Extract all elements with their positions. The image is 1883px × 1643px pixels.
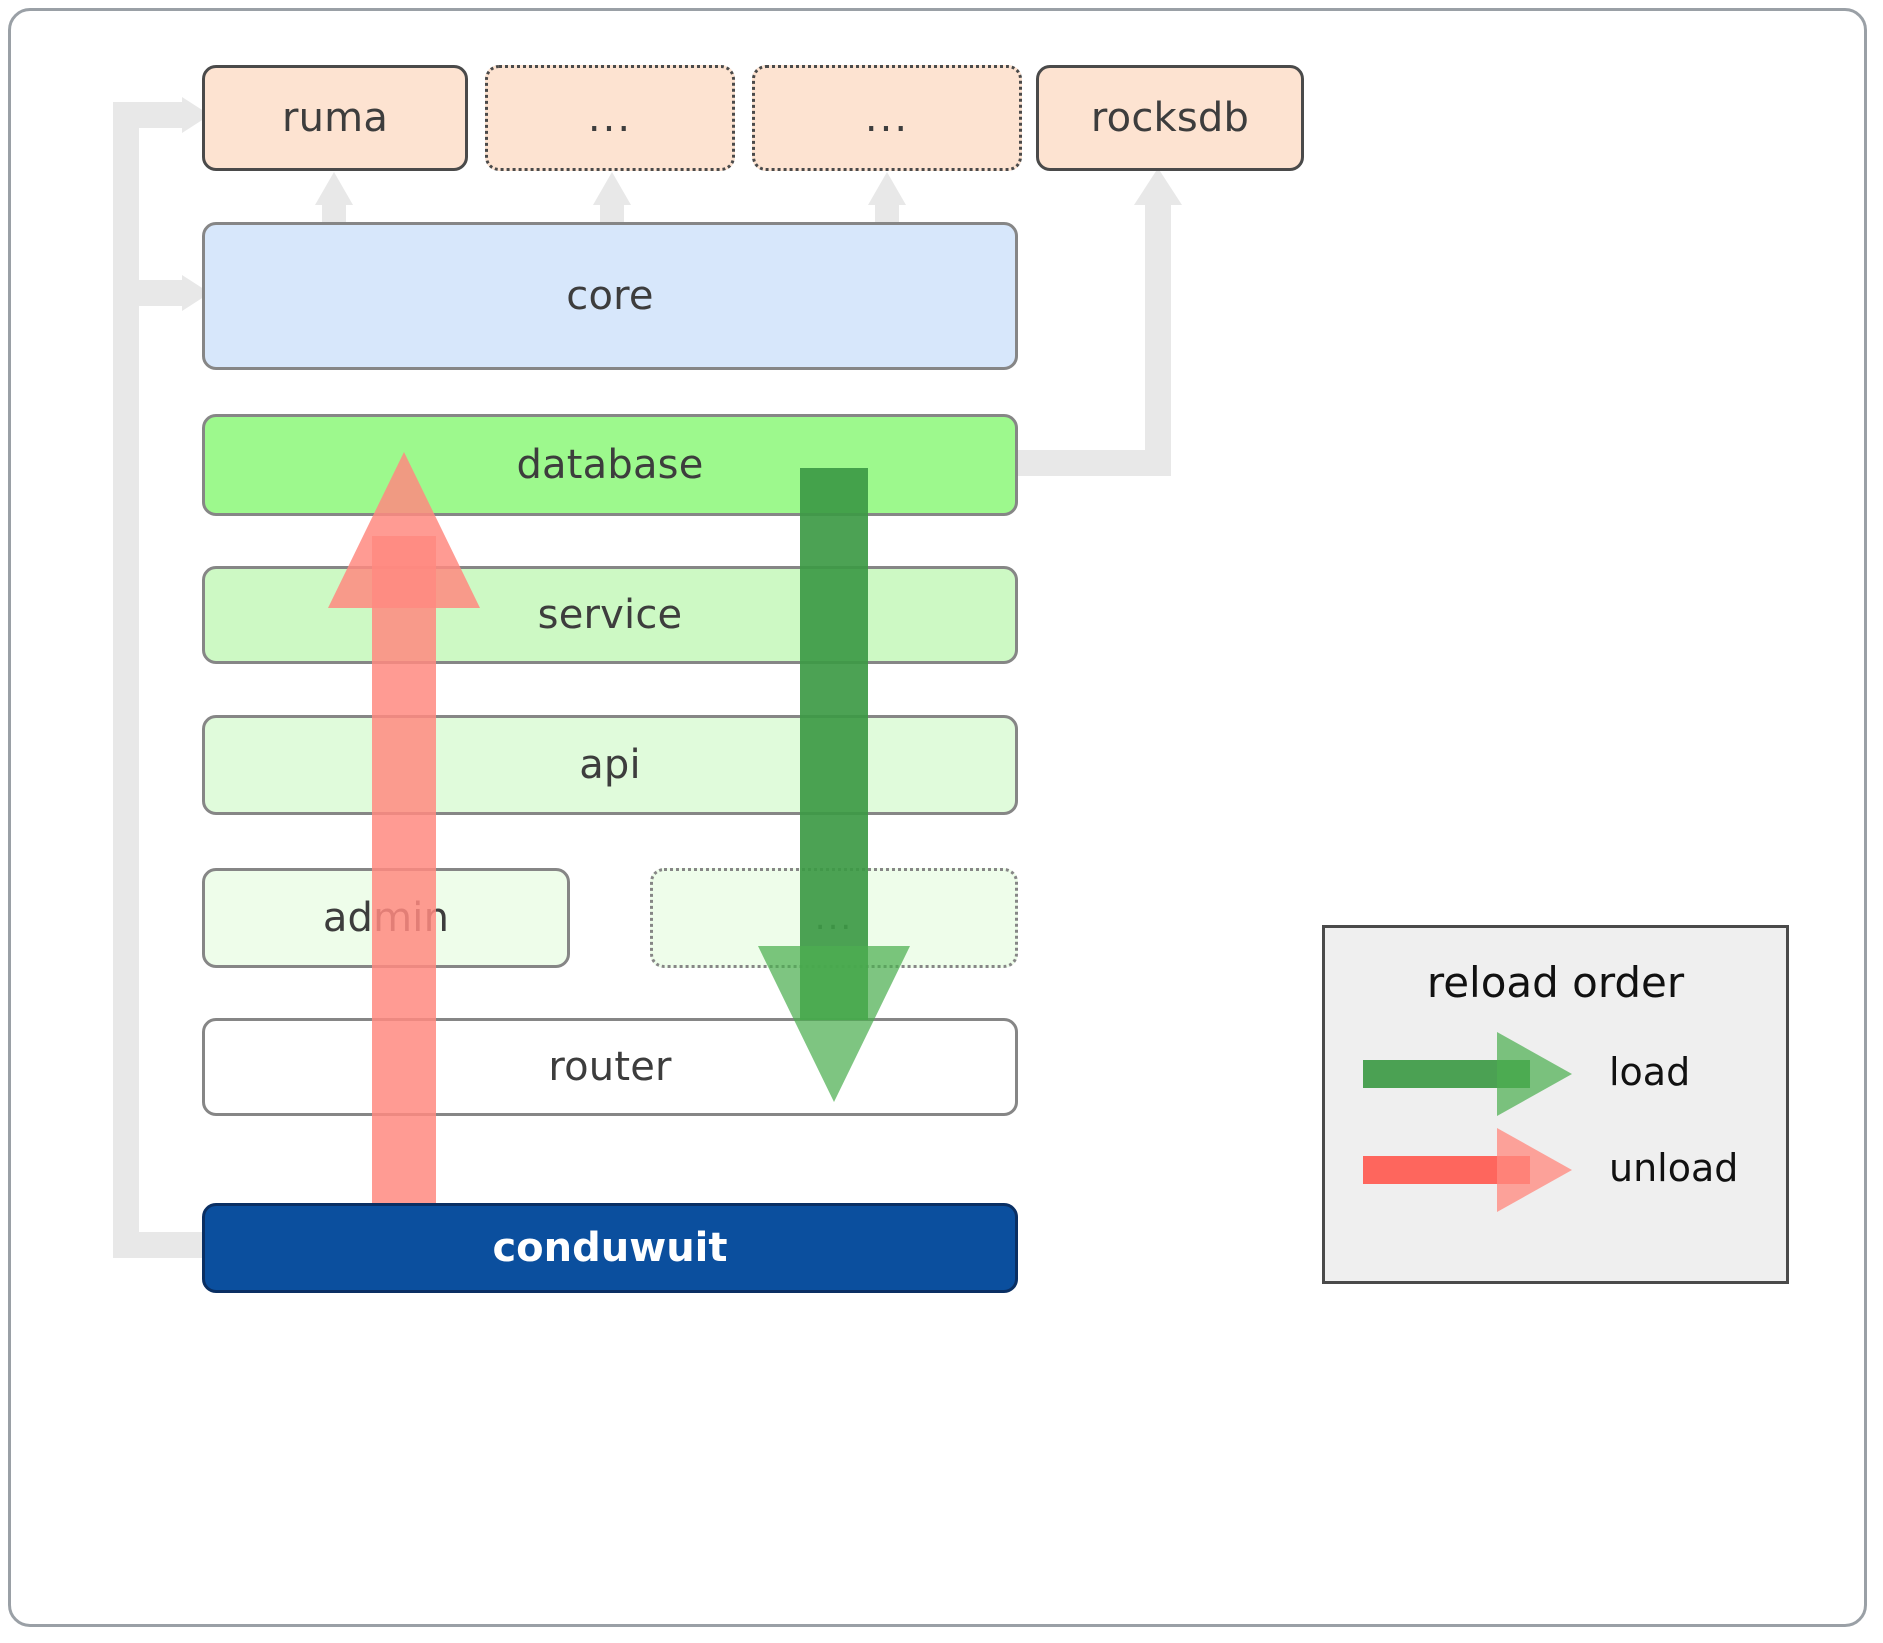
legend-unload-arrow: [1363, 1128, 1572, 1212]
layer-box-service[interactable]: service: [202, 566, 1018, 664]
layer-box-router[interactable]: router: [202, 1018, 1018, 1116]
legend-label-unload: unload: [1609, 1146, 1739, 1190]
layer-label: router: [548, 1044, 672, 1090]
binary-box-conduwuit[interactable]: conduwuit: [202, 1203, 1018, 1293]
legend-load-arrow: [1363, 1032, 1572, 1116]
dependency-box-2[interactable]: ...: [485, 65, 735, 171]
dependency-label: rocksdb: [1090, 95, 1250, 141]
binary-label: conduwuit: [492, 1225, 728, 1271]
dependency-box-ruma[interactable]: ruma: [202, 65, 468, 171]
dependency-box-rocksdb[interactable]: rocksdb: [1036, 65, 1304, 171]
dependency-box-3[interactable]: ...: [752, 65, 1022, 171]
legend-arrows: [1363, 1032, 1572, 1212]
layer-box-api[interactable]: api: [202, 715, 1018, 815]
layer-label: admin: [322, 895, 450, 941]
legend-panel: reload order load unload: [1322, 925, 1789, 1284]
legend-unload-head: [1497, 1128, 1572, 1212]
legend-load-head: [1497, 1032, 1572, 1116]
layer-label: database: [516, 442, 704, 488]
layer-label: service: [537, 592, 683, 638]
layer-label: api: [579, 742, 641, 788]
layer-box-core[interactable]: core: [202, 222, 1018, 370]
layer-box-admin[interactable]: admin: [202, 868, 570, 968]
legend-title: reload order: [1426, 958, 1685, 1007]
layer-box-dots[interactable]: ...: [650, 868, 1018, 968]
dependency-label: ...: [587, 95, 633, 141]
layer-box-database[interactable]: database: [202, 414, 1018, 516]
layer-label: ...: [814, 898, 854, 938]
dependency-label: ...: [864, 95, 910, 141]
layer-label: core: [566, 273, 654, 319]
legend-label-load: load: [1609, 1050, 1691, 1094]
dependency-label: ruma: [281, 95, 389, 141]
